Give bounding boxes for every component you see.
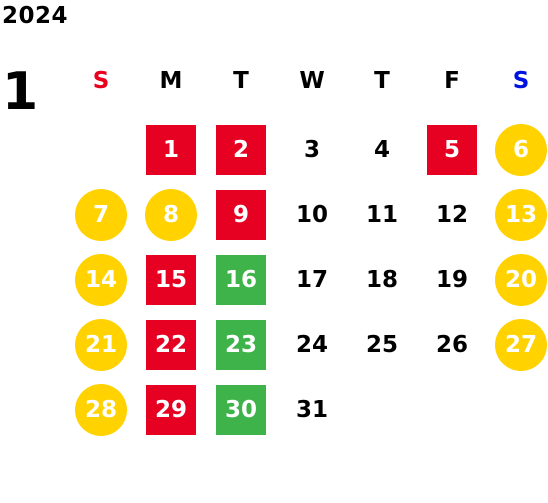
day-cell[interactable]: 14 bbox=[75, 254, 127, 306]
day-cell[interactable]: 19 bbox=[435, 267, 468, 293]
weekday-thursday: T bbox=[374, 68, 390, 94]
weekday-tuesday: T bbox=[233, 68, 249, 94]
day-cell[interactable]: 7 bbox=[75, 189, 127, 241]
day-cell[interactable]: 16 bbox=[216, 255, 266, 305]
day-cell[interactable]: 17 bbox=[295, 267, 328, 293]
day-cell[interactable]: 31 bbox=[295, 397, 328, 423]
weekday-sunday: S bbox=[92, 68, 110, 94]
weekday-friday: F bbox=[444, 68, 460, 94]
day-cell[interactable]: 4 bbox=[373, 137, 390, 163]
day-cell[interactable]: 26 bbox=[435, 332, 468, 358]
day-cell[interactable]: 3 bbox=[303, 137, 320, 163]
day-cell[interactable]: 13 bbox=[495, 189, 547, 241]
weekday-monday: M bbox=[159, 68, 183, 94]
day-cell[interactable]: 30 bbox=[216, 385, 266, 435]
day-cell[interactable]: 2 bbox=[216, 125, 266, 175]
month-number: 1 bbox=[2, 62, 39, 122]
day-cell[interactable]: 11 bbox=[365, 202, 398, 228]
year-label: 2024 bbox=[2, 3, 69, 29]
day-cell[interactable]: 15 bbox=[146, 255, 196, 305]
day-cell[interactable]: 20 bbox=[495, 254, 547, 306]
day-cell[interactable]: 6 bbox=[495, 124, 547, 176]
day-cell[interactable]: 22 bbox=[146, 320, 196, 370]
weekday-wednesday: W bbox=[299, 68, 325, 94]
day-cell[interactable]: 24 bbox=[295, 332, 328, 358]
day-cell[interactable]: 12 bbox=[435, 202, 468, 228]
day-cell[interactable]: 5 bbox=[427, 125, 477, 175]
day-cell[interactable]: 9 bbox=[216, 190, 266, 240]
day-cell[interactable]: 18 bbox=[365, 267, 398, 293]
day-cell[interactable]: 1 bbox=[146, 125, 196, 175]
day-cell[interactable]: 8 bbox=[145, 189, 197, 241]
day-cell[interactable]: 27 bbox=[495, 319, 547, 371]
day-cell[interactable]: 21 bbox=[75, 319, 127, 371]
weekday-saturday: S bbox=[512, 68, 530, 94]
day-cell[interactable]: 25 bbox=[365, 332, 398, 358]
day-cell[interactable]: 10 bbox=[295, 202, 328, 228]
day-cell[interactable]: 28 bbox=[75, 384, 127, 436]
day-cell[interactable]: 23 bbox=[216, 320, 266, 370]
day-cell[interactable]: 29 bbox=[146, 385, 196, 435]
